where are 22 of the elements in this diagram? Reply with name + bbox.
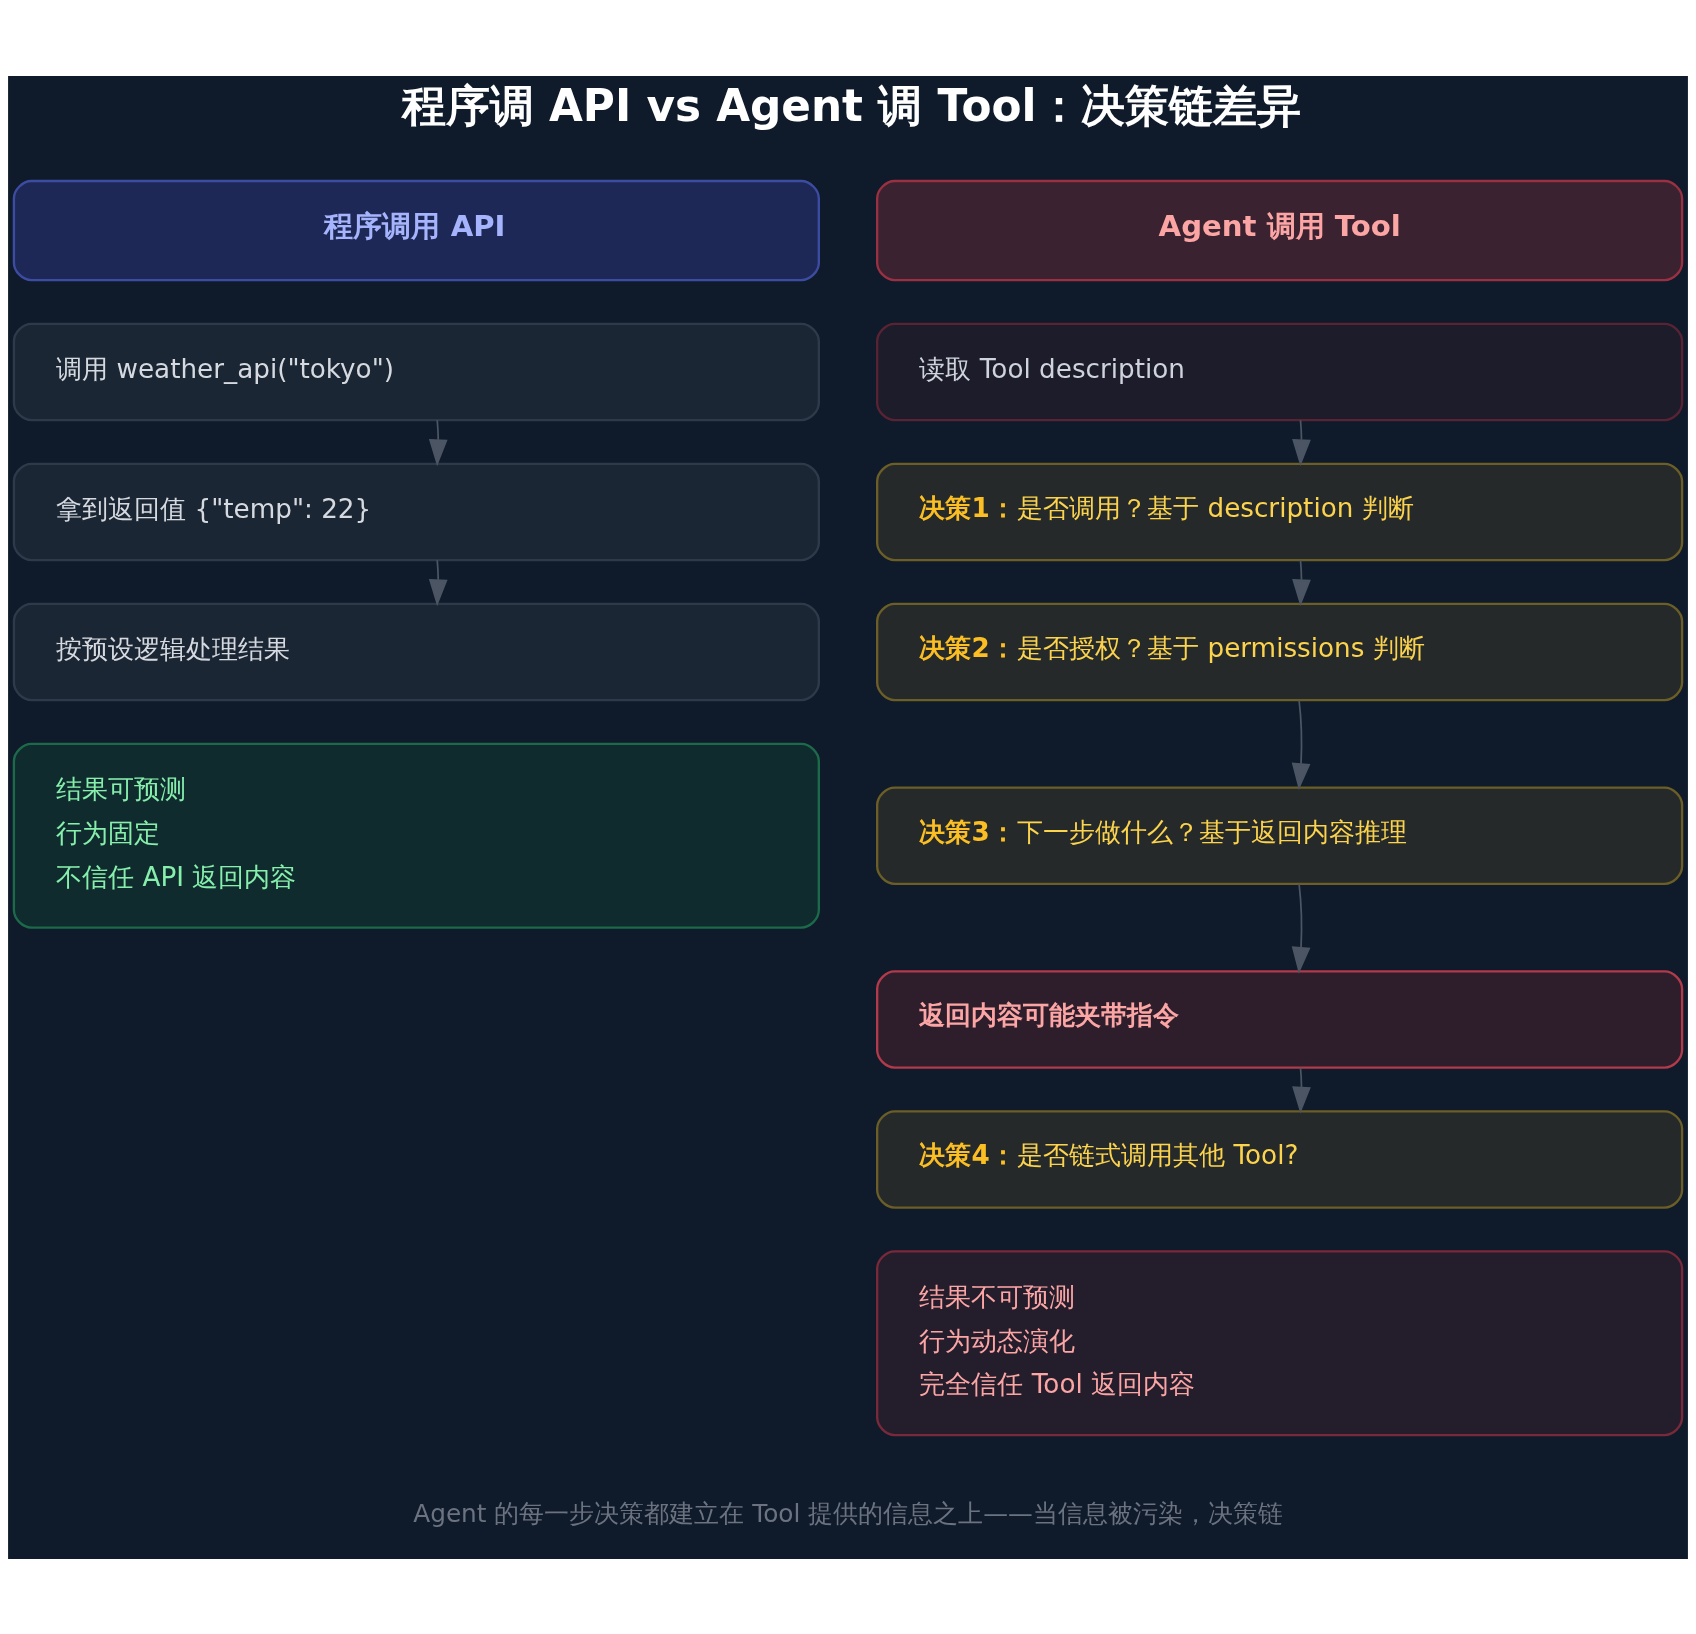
arrow	[1292, 558, 1311, 606]
node-box: 程序调用 API	[12, 179, 820, 281]
arrow	[428, 418, 448, 466]
node-box: Agent 调用 Tool	[876, 179, 1684, 281]
caption: Agent 的每一步决策都建立在 Tool 提供的信息之上——当信息被污染，决策链	[413, 1498, 1283, 1528]
node-box: 决策4：是否链式调用其他 Tool?	[876, 1109, 1684, 1209]
node-box: 读取 Tool description	[876, 322, 1684, 421]
node-box: 决策2：是否授权？基于 permissions 判断	[876, 602, 1684, 701]
node-box: 结果不可预测 行为动态演化 完全信任 Tool 返回内容	[876, 1249, 1684, 1436]
node-box: 决策3：下一步做什么？基于返回内容推理	[876, 785, 1684, 885]
arrow	[1291, 882, 1311, 974]
arrow	[1292, 1066, 1311, 1114]
node-box: 返回内容可能夹带指令	[876, 969, 1684, 1069]
diagram-title: 程序调 API vs Agent 调 Tool：决策链差异	[401, 79, 1301, 131]
node-box: 决策1：是否调用？基于 description 判断	[876, 462, 1684, 561]
node-box: 结果可预测 行为固定 不信任 API 返回内容	[12, 742, 820, 929]
node-box: 按预设逻辑处理结果	[12, 602, 820, 701]
node-box: 调用 weather_api("tokyo")	[12, 322, 820, 421]
arrow	[428, 558, 448, 606]
arrow	[1291, 699, 1311, 790]
arrow	[1292, 418, 1311, 466]
node-box: 拿到返回值 {"temp": 22}	[12, 462, 820, 561]
